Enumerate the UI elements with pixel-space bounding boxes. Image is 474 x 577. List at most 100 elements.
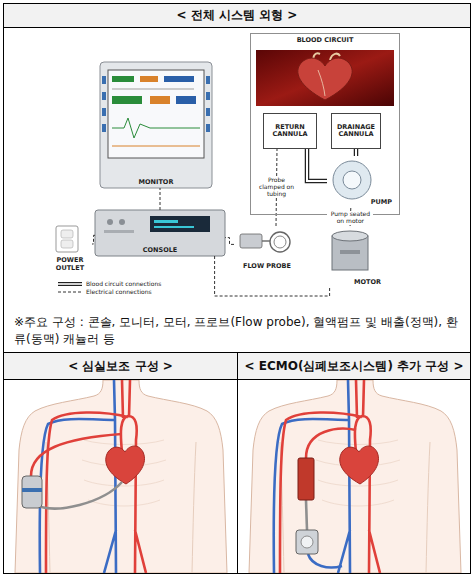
connector-line [307,149,327,181]
legend-text: Blood circuit connections [86,281,161,288]
note-text: ※주요 구성 : 콘솔, 모니터, 모터, 프로브(Flow probe), 혈… [14,314,462,348]
monitor-picture [206,92,210,100]
node-label: FLOW PROBE [243,263,291,270]
flow-probe-picture [240,234,262,248]
console-picture [95,210,225,256]
node-label: POWER OUTLET [48,257,92,272]
monitor-picture [112,96,142,104]
pump-picture [333,161,371,199]
pump-picture [343,171,361,189]
section-header: < 전체 시스템 외형 > [177,7,298,24]
motor-picture [332,231,368,241]
ecmo-device [308,554,342,568]
connector-line [354,149,359,156]
power-outlet: POWER OUTLET [48,224,92,274]
vad-device [31,434,122,476]
body-figure [249,380,461,573]
monitor-picture [112,88,194,90]
heart-picture [298,58,352,100]
legend-line [58,292,82,293]
ecmo-device [296,530,318,554]
table-frame [4,4,470,27]
monitor-picture [112,118,200,138]
vad-device [22,488,42,492]
console-picture [95,210,225,256]
cannula-box: DRAINAGE CANNULA [331,113,381,149]
legend-text: Electrical connections [86,289,152,296]
electrical-wire [215,256,330,296]
motor-picture [340,250,360,254]
node-label: MOTOR [354,279,381,286]
legend-row: Blood circuit connections [58,281,161,288]
label-cell: < 전체 시스템 외형 > [4,4,470,27]
console-picture [119,219,125,225]
edge-label-holder: Probe clamped on tubing [254,177,300,198]
vad-device [22,476,42,508]
heart-picture [256,50,394,106]
connector-line [355,149,357,156]
outlet-picture [61,230,73,238]
legend-sample [58,289,82,295]
legend-row: Electrical connections [58,289,152,296]
console-picture [154,226,194,228]
monitor-picture [140,76,158,82]
legend-line [58,282,82,286]
node-label: RETURN CANNULA [266,124,314,139]
outlet-picture [56,226,78,252]
flow-probe-picture [270,232,290,252]
monitor-picture [108,70,204,158]
heart-picture [318,70,325,96]
edge-label: Pump seated on motor [327,211,373,225]
electrical-wire [160,188,161,210]
ecmo-device [301,536,313,548]
monitor-picture [102,76,106,84]
console-unit: CONSOLE [95,210,225,256]
electrical-wire [92,235,95,244]
outlet-picture [61,240,73,248]
table-frame [237,353,238,574]
ecmo-device [296,429,356,568]
console-picture [154,220,178,223]
flow-probe-picture [240,232,290,252]
connector-line [225,238,234,245]
flow-probe-picture [262,240,270,241]
blood-tube [307,149,327,181]
monitor-picture [102,92,106,100]
section-header: < ECMO(심폐보조시스템) 추가 구성 > [245,358,464,375]
monitor-picture [206,76,210,84]
legend-line [58,283,82,285]
blood-tube [356,149,357,156]
monitor-picture [100,62,212,188]
node-label: DRAINAGE CANNULA [334,124,378,139]
edge-label-holder: Pump seated on motor [327,211,373,225]
heart-picture [256,50,394,106]
label-cell: ※주요 구성 : 콘솔, 모니터, 모터, 프로브(Flow probe), 혈… [14,314,462,350]
flow-probe: FLOW PROBE [234,226,300,272]
label-cell: < 심실보조 구성 > [4,353,237,379]
monitor-picture [100,62,212,188]
monitor-picture [164,76,194,82]
ecmo-device [298,458,314,500]
vad-device [34,482,122,508]
ecmo-device [306,429,356,458]
node-label: PUMP [371,199,392,206]
connector-line [92,235,95,244]
monitor-picture [176,96,196,104]
console-picture [107,219,113,225]
connector-line [215,256,330,296]
body-figure [15,380,227,573]
monitor-picture [112,76,134,82]
node-label: MONITOR [139,179,174,186]
section-header: < 심실보조 구성 > [68,358,173,375]
ecmo-device [306,500,307,530]
monitor-picture [150,96,170,104]
pump-picture [333,161,371,199]
legend-sample [58,281,82,287]
monitor-picture [206,108,210,116]
label-cell: < ECMO(심폐보조시스템) 추가 구성 > [238,353,470,379]
table-frame [4,4,471,574]
connector-line [307,149,327,181]
